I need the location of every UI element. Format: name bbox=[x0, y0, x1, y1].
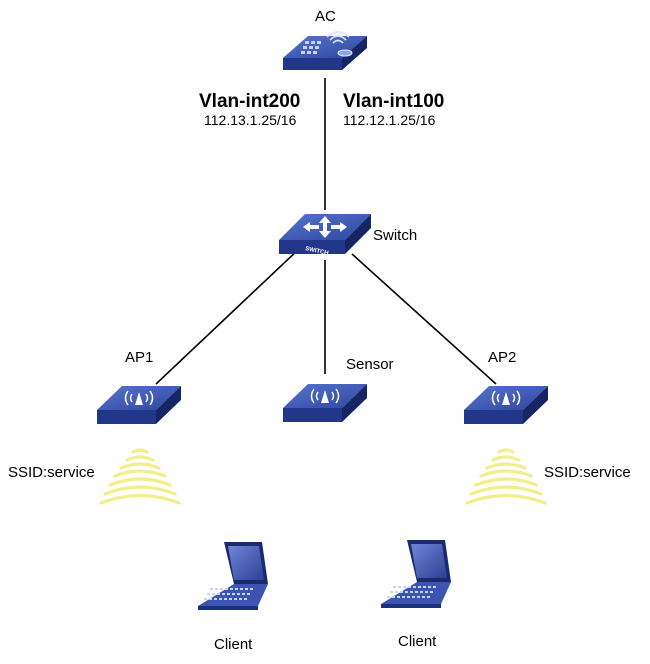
ac-label: AC bbox=[315, 8, 336, 25]
switch-badge: SWITCH bbox=[305, 246, 329, 257]
link-switch-ap1 bbox=[155, 247, 301, 385]
link-switch-ap2 bbox=[351, 253, 497, 385]
sensor-device-icon bbox=[283, 384, 367, 422]
switch-device-icon: SWITCH bbox=[279, 214, 371, 257]
client2-laptop-icon bbox=[381, 540, 451, 608]
ap1-label: AP1 bbox=[125, 349, 154, 366]
switch-label: Switch bbox=[373, 227, 418, 244]
ac-device-icon bbox=[283, 31, 367, 70]
ap1-ssid-label: SSID:service bbox=[8, 464, 95, 481]
client1-label: Client bbox=[214, 636, 253, 653]
ap2-device-icon bbox=[464, 386, 548, 424]
ap1-device-icon bbox=[97, 386, 181, 424]
links bbox=[155, 78, 497, 385]
vlan-int200-label: Vlan-int200 bbox=[199, 91, 301, 112]
client1-laptop-icon bbox=[198, 542, 268, 610]
ap2-ssid-label: SSID:service bbox=[544, 464, 631, 481]
ap2-signal-icon bbox=[465, 448, 547, 505]
ap2-label: AP2 bbox=[488, 349, 517, 366]
client2-label: Client bbox=[398, 633, 437, 650]
vlan-int100-label: Vlan-int100 bbox=[343, 91, 445, 112]
ap1-signal-icon bbox=[99, 448, 181, 505]
vlan-int100-ip: 112.12.1.25/16 bbox=[343, 112, 436, 128]
vlan-int200-ip: 112.13.1.25/16 bbox=[204, 112, 297, 128]
sensor-label: Sensor bbox=[346, 356, 394, 373]
